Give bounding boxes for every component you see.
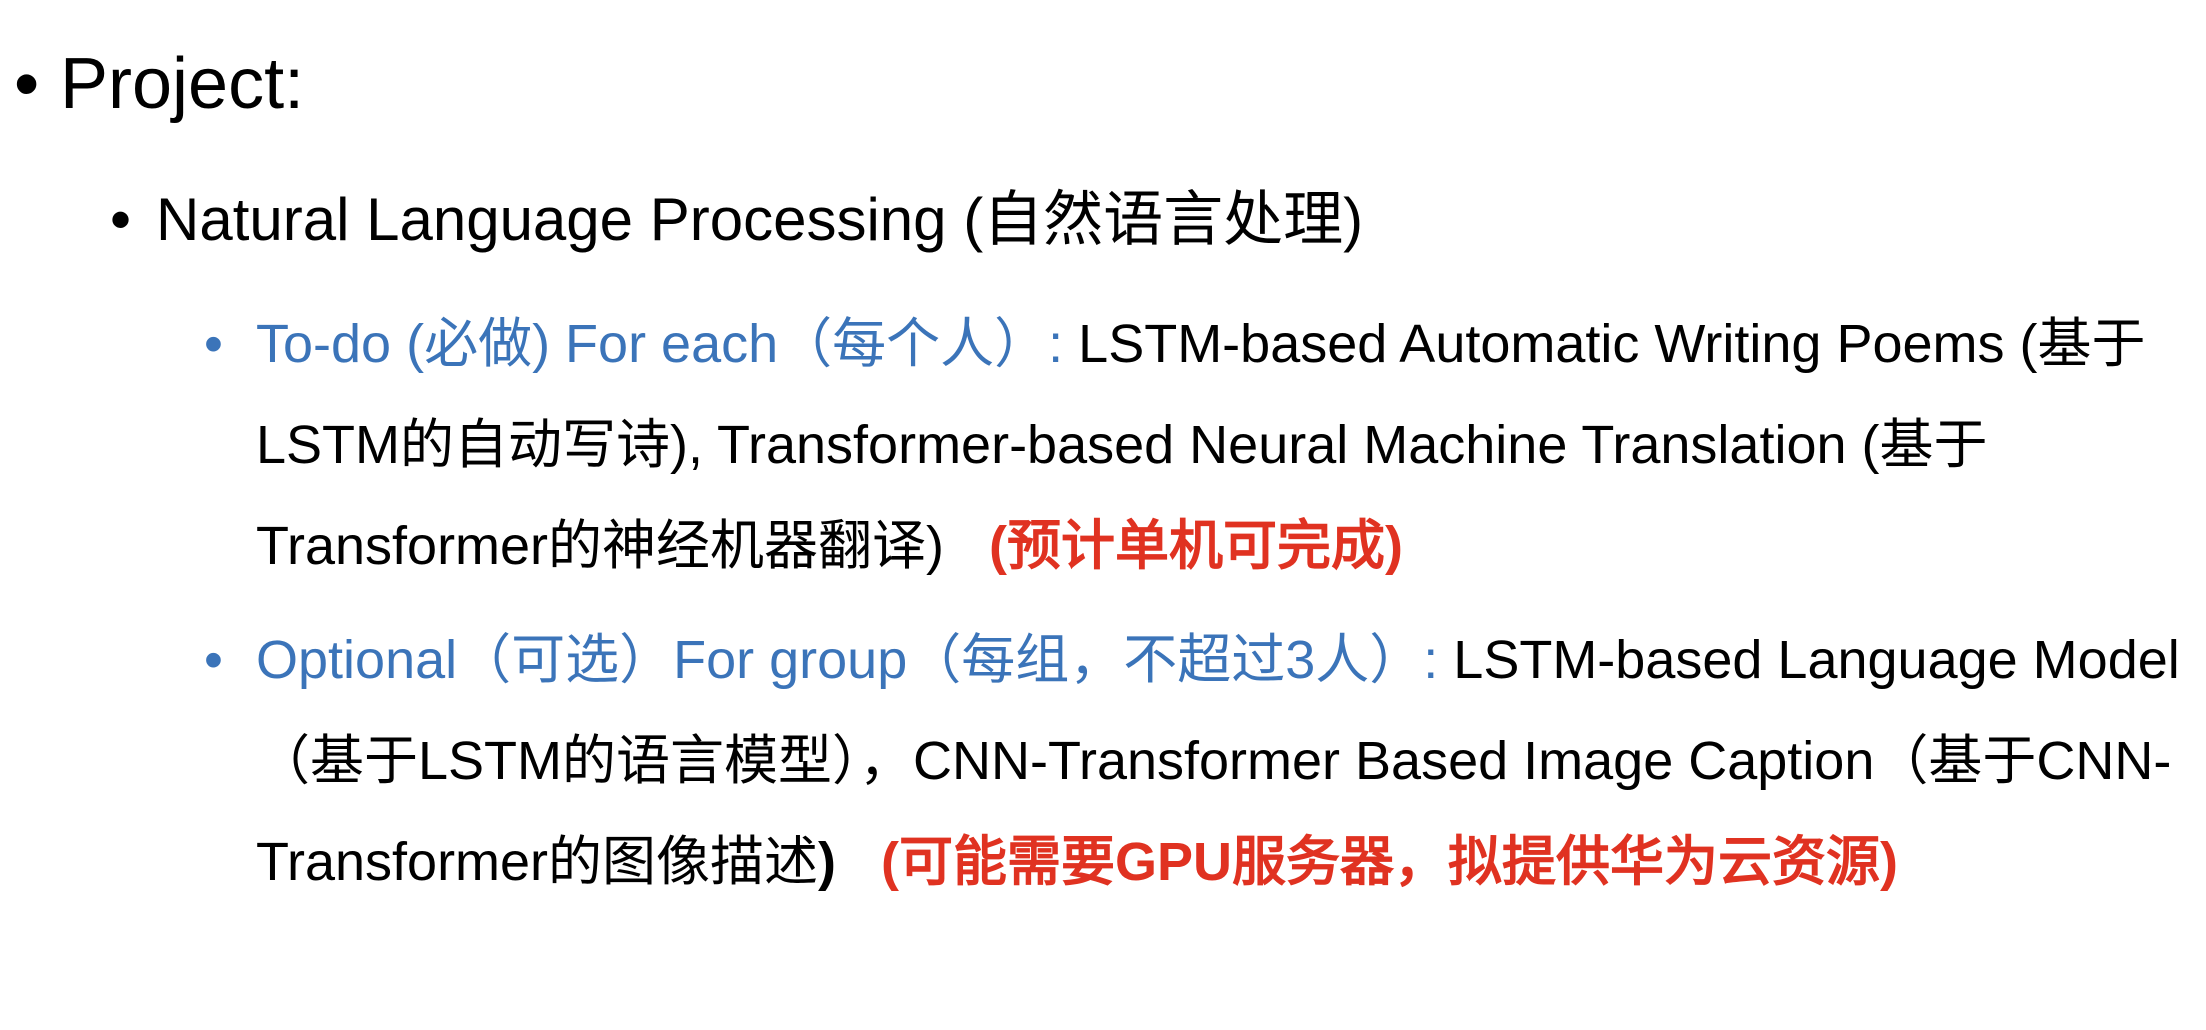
todo-label: To-do (必做) For each（每个人）: [256, 314, 1064, 374]
optional-item: • Optional（可选）For group（每组，不超过3人）: LSTM-… [204, 610, 2194, 913]
optional-text: Optional（可选）For group（每组，不超过3人）: LSTM-ba… [256, 610, 2194, 913]
nlp-title: Natural Language Processing (自然语言处理) [156, 186, 1364, 253]
project-title: Project: [60, 44, 305, 124]
bullet-icon: • [204, 630, 223, 690]
project-heading: • Project: [14, 42, 304, 126]
todo-description: LSTM-based Automatic Writing Poems (基于LS… [256, 314, 2146, 576]
nlp-heading: • Natural Language Processing (自然语言处理) [110, 182, 1363, 258]
optional-label: Optional（可选）For group（每组，不超过3人）: [256, 630, 1439, 690]
bullet-icon: • [204, 314, 223, 374]
optional-note: (可能需要GPU服务器，拟提供华为云资源) [881, 832, 1899, 892]
todo-item: • To-do (必做) For each（每个人）: LSTM-based A… [204, 294, 2194, 597]
optional-description: LSTM-based Language Model（基于LSTM的语言模型），C… [256, 630, 2180, 892]
todo-text: To-do (必做) For each（每个人）: LSTM-based Aut… [256, 294, 2194, 597]
bullet-icon: • [110, 186, 132, 253]
bullet-icon: • [14, 44, 40, 124]
optional-close-paren: ) [818, 832, 837, 892]
todo-note: (预计单机可完成) [989, 516, 1404, 576]
